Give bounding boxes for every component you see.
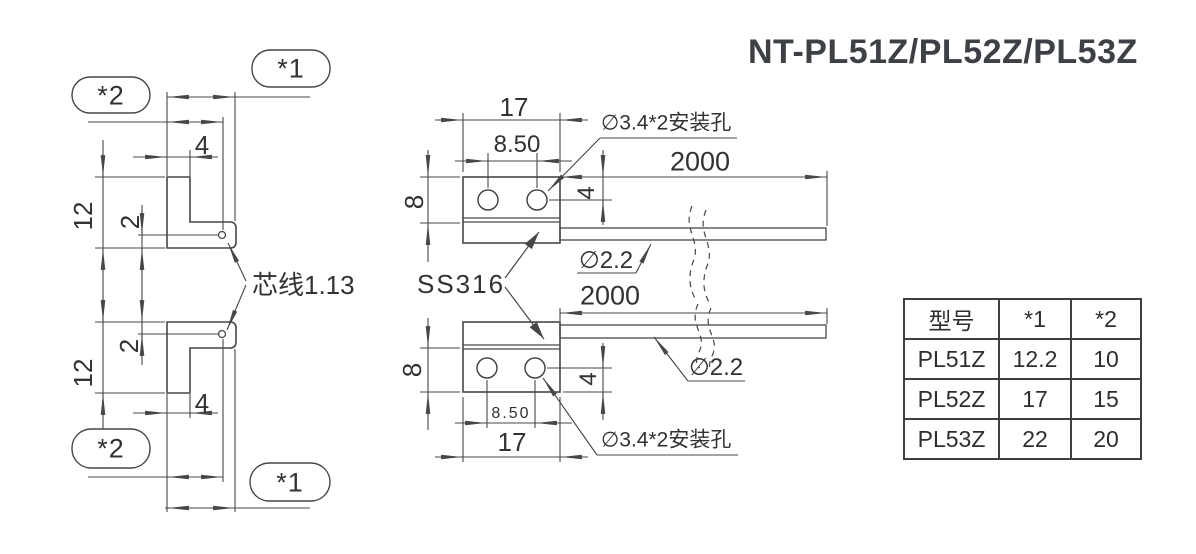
- dim-2-top: 2: [115, 214, 145, 230]
- side-view-dimensions: [88, 92, 310, 512]
- col-header-star2: *2: [1070, 298, 1142, 340]
- mounting-hole-label-top: ∅3.4*2安装孔: [601, 111, 732, 135]
- dim-17-top: 17: [499, 92, 529, 122]
- mounting-hole: [524, 357, 546, 379]
- model-cell: PL53Z: [903, 418, 1000, 460]
- model-cell: PL52Z: [903, 378, 1000, 420]
- material-label: SS316: [417, 269, 506, 299]
- star2-cell: 15: [1070, 378, 1142, 420]
- mounting-hole: [526, 189, 548, 211]
- core-wire-end-top: [217, 230, 227, 240]
- cable-dia-label-top: ∅2.2: [578, 247, 634, 274]
- callout-star2-bottom: *2: [97, 433, 125, 464]
- callout-star1-bottom: *1: [276, 467, 304, 498]
- callout-bubble-bottom-left: [71, 428, 151, 469]
- callout-bubble-bottom-right: [249, 462, 331, 502]
- dim-12-top: 12: [68, 201, 98, 231]
- star2-cell: 10: [1070, 338, 1142, 380]
- star1-cell: 12.2: [998, 338, 1072, 380]
- cable-bottom: [559, 324, 827, 339]
- top-view-dimensions: [420, 113, 828, 274]
- col-header-model: 型号: [903, 298, 1000, 340]
- dim-4-hole-top: 4: [573, 186, 600, 200]
- mounting-hole: [476, 357, 498, 379]
- table-row: PL53Z 22 20: [903, 418, 1142, 460]
- dim-2000-bottom: 2000: [579, 280, 641, 311]
- dim-4-bottom: 4: [194, 388, 210, 418]
- callout-star1-top: *1: [277, 53, 305, 84]
- model-cell: PL51Z: [903, 338, 1000, 380]
- table-row: PL52Z 17 15: [903, 378, 1142, 420]
- dim-850-bottom: 8.50: [491, 405, 531, 422]
- dim-4-top: 4: [194, 130, 210, 160]
- model-spec-table: 型号 *1 *2 PL51Z 12.2 10 PL52Z 17 15 PL53Z…: [903, 298, 1142, 460]
- cable-dia-label-bottom: ∅2.2: [688, 354, 744, 381]
- page-title: NT-PL51Z/PL52Z/PL53Z: [748, 33, 1138, 71]
- dim-2-bottom: 2: [114, 338, 144, 354]
- star1-cell: 22: [998, 418, 1072, 460]
- dim-12-bottom: 12: [68, 358, 98, 388]
- callout-bubble-top-left: [71, 76, 151, 114]
- dim-4-hole-bottom: 4: [575, 372, 602, 386]
- dim-8-bottom: 8: [397, 362, 427, 378]
- callout-bubbles: [71, 49, 331, 502]
- star1-cell: 17: [998, 378, 1072, 420]
- dim-850-top: 8.50: [493, 131, 541, 158]
- col-header-star1: *1: [998, 298, 1072, 340]
- core-wire-end-bottom: [217, 329, 227, 339]
- table-row: PL51Z 12.2 10: [903, 338, 1142, 380]
- bottom-view-dimensions: [420, 308, 828, 462]
- table-header-row: 型号 *1 *2: [903, 298, 1142, 340]
- bottom-head-view: [462, 303, 827, 393]
- dim-17-bottom: 17: [497, 427, 527, 457]
- callout-star2-top: *2: [97, 80, 125, 111]
- top-head-view: [462, 176, 827, 305]
- mounting-hole-label-bottom: ∅3.4*2安装孔: [601, 428, 732, 452]
- core-wire-label: 芯线1.13: [252, 270, 355, 300]
- mounting-hole: [477, 189, 499, 211]
- cable-top: [559, 227, 827, 241]
- dim-8-top: 8: [399, 194, 429, 210]
- callout-bubble-top-right: [251, 49, 331, 88]
- side-view-profiles: [166, 176, 237, 394]
- dim-2000-top: 2000: [669, 146, 731, 177]
- material-leaders: [504, 231, 545, 340]
- star2-cell: 20: [1070, 418, 1142, 460]
